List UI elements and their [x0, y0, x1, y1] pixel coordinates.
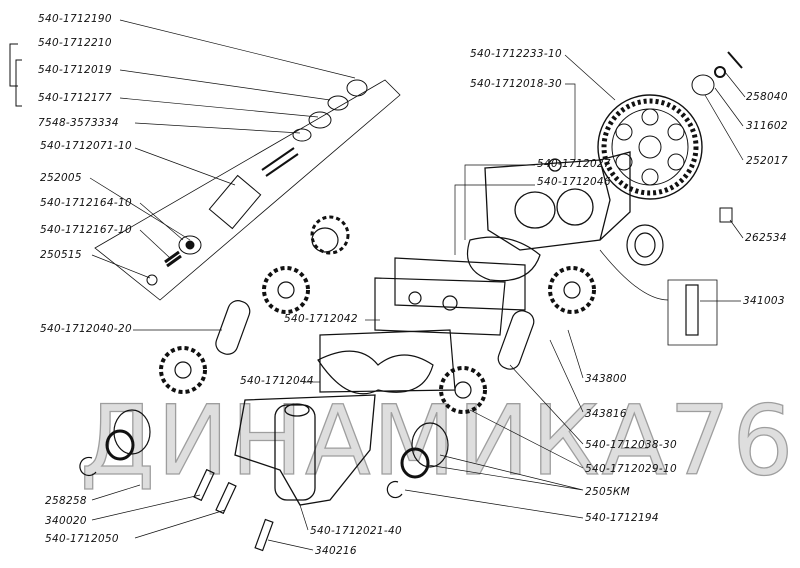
part-label: 540-1712027: [537, 158, 611, 170]
pinion-gears: [159, 215, 596, 414]
part-label: 340020: [45, 515, 87, 527]
part-label: 252005: [40, 172, 82, 184]
nut: [714, 66, 726, 78]
part-label: 540-1712210: [38, 37, 112, 49]
part-label: 250515: [40, 249, 82, 261]
drive-gear: [597, 94, 703, 200]
part-label: 343800: [585, 373, 627, 385]
lower-housing: [234, 394, 376, 506]
part-label: 540-1712019: [38, 64, 112, 76]
part-label: 540-1712190: [38, 13, 112, 25]
washer: [691, 74, 715, 96]
upper-housing: [484, 151, 631, 251]
part-label: 262534: [745, 232, 787, 244]
part-label: 540-1712164-10: [40, 197, 132, 209]
part-label: 340216: [315, 545, 357, 557]
leader-lines: [89, 19, 746, 551]
part-label: 258258: [45, 495, 87, 507]
part-label: 540-1712167-10: [40, 224, 132, 236]
cotter-pin: [727, 51, 743, 69]
part-label: 540-1712021-40: [310, 525, 402, 537]
shafts-bushings: [79, 224, 718, 552]
bracket-inner: [15, 59, 22, 107]
part-label: 7548-3573334: [38, 117, 119, 129]
watermark: ДИНАМИКА76: [79, 384, 796, 497]
part-label: 540-1712177: [38, 92, 112, 104]
part-label: 258040: [746, 91, 788, 103]
part-label: 540-1712050: [45, 533, 119, 545]
part-label: 540-1712018-30: [470, 78, 562, 90]
valve-parts: [146, 79, 368, 286]
part-label: 2505КМ: [585, 486, 631, 498]
part-label: 540-1712042: [284, 313, 358, 325]
part-label: 252017: [746, 155, 788, 167]
part-label: 540-1712029-10: [585, 463, 677, 475]
part-label: 540-1712194: [585, 512, 659, 524]
bracket-outer: [9, 43, 18, 87]
part-label: 540-1712233-10: [470, 48, 562, 60]
part-label: 540-1712046: [537, 176, 611, 188]
valve-frame: [94, 79, 401, 301]
part-label: 540-1712038-30: [585, 439, 677, 451]
part-label: 343816: [585, 408, 627, 420]
part-label: 311602: [746, 120, 788, 132]
part-label: 540-1712040-20: [40, 323, 132, 335]
part-label: 341003: [743, 295, 785, 307]
part-label: 540-1712044: [240, 375, 314, 387]
part-label: 540-1712071-10: [40, 140, 132, 152]
key: [719, 207, 733, 223]
